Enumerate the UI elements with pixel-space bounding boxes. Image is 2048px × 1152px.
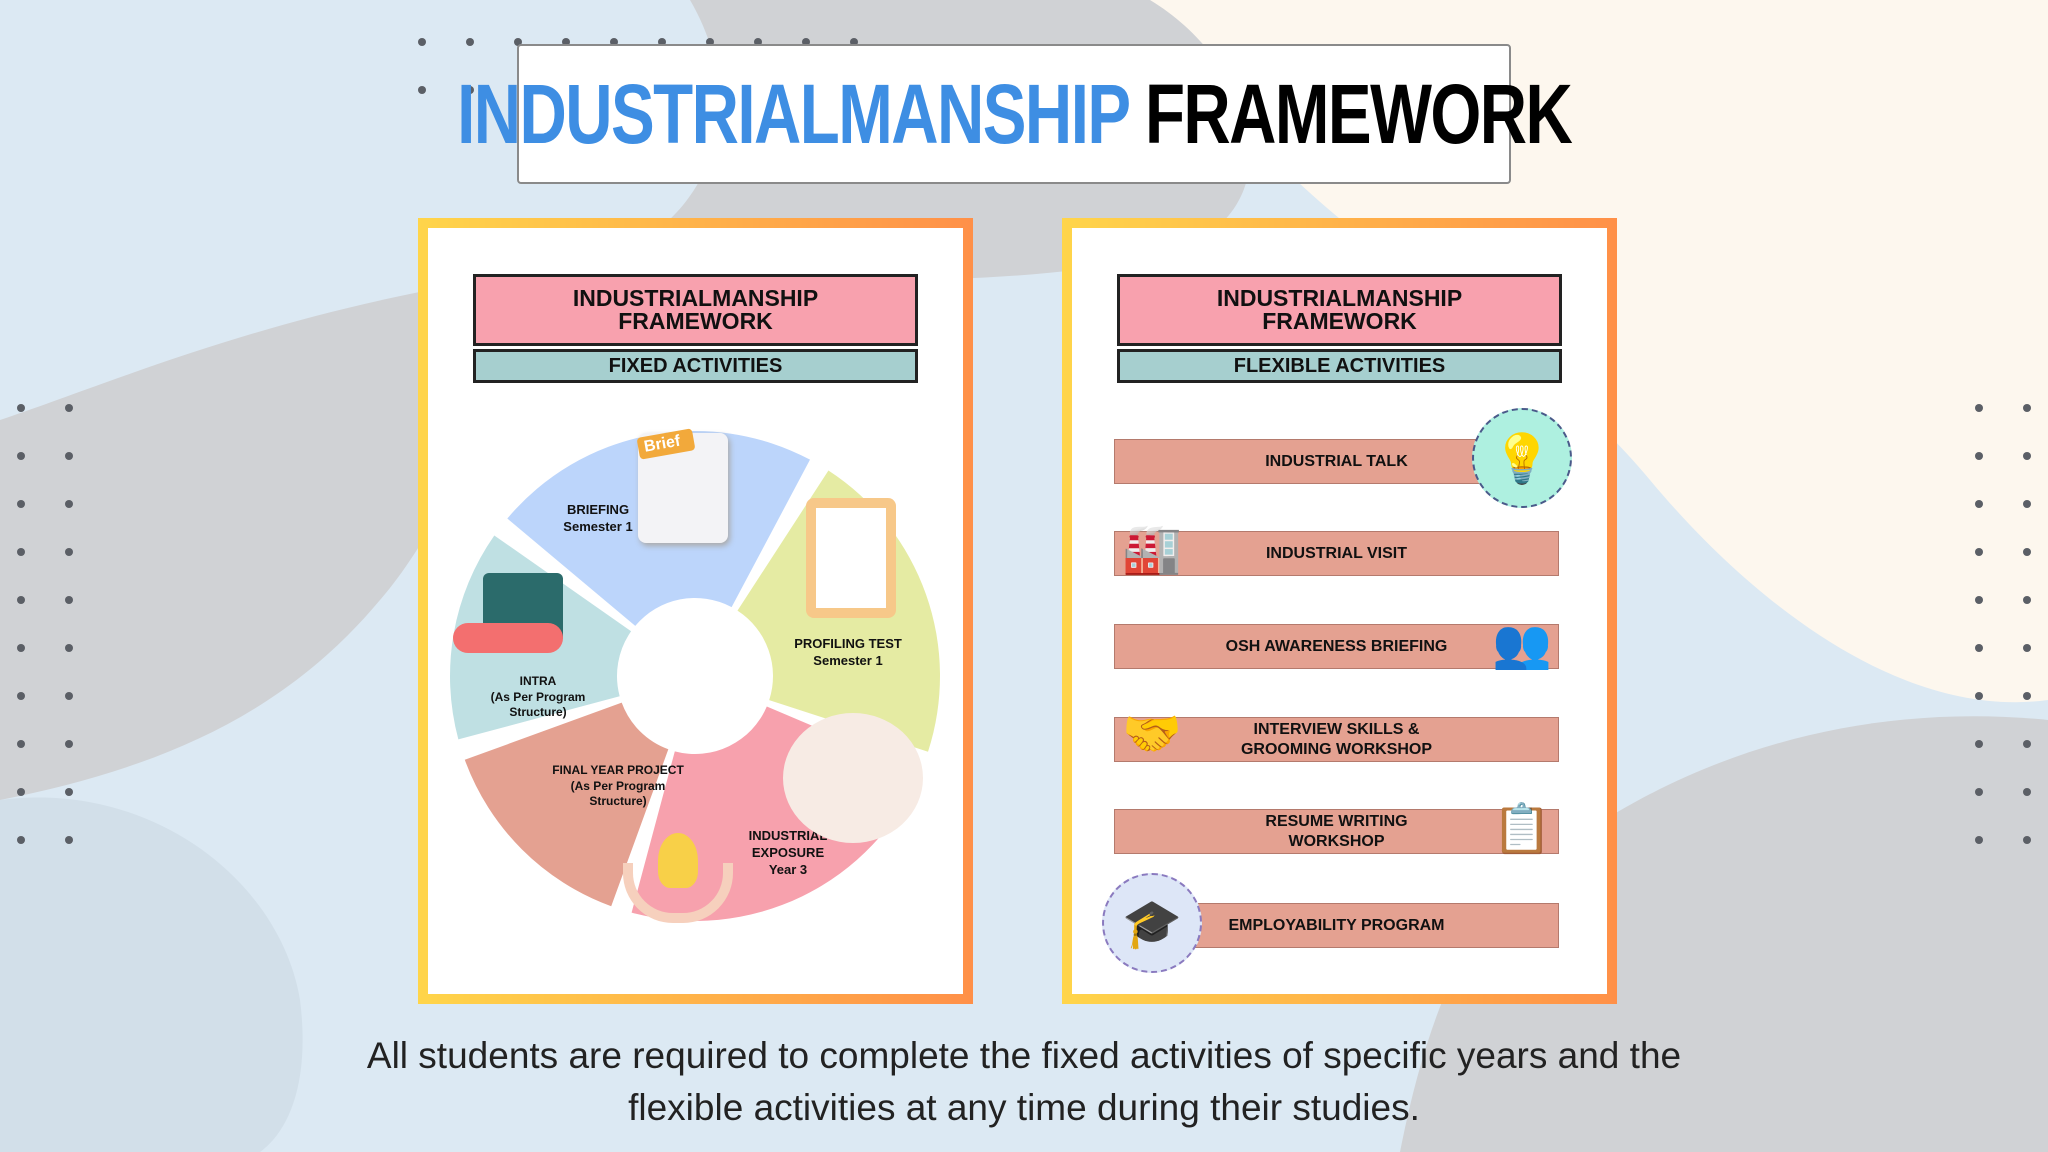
industrial-exposure-icon [783,713,923,843]
decorative-dots-left [17,404,113,844]
decorative-dots-top [418,38,898,94]
activity-osh-briefing: OSH AWARENESS BRIEFING [1114,624,1559,669]
brain-idea-icon: 💡 [1472,408,1572,508]
presentation-icon: 👥 [1492,617,1552,671]
clipboard-checklist-icon [806,498,896,618]
header-line1: INDUSTRIALMANSHIP [572,285,819,311]
footer-note: All students are required to complete th… [0,1030,2048,1134]
interview-icon: 🤝 [1122,707,1182,761]
footer-line1: All students are required to complete th… [366,1035,1682,1076]
activity-interview-workshop: INTERVIEW SKILLS &GROOMING WORKSHOP [1114,717,1559,762]
employability-icon: 🎓 [1102,873,1202,973]
card-subheader: FIXED ACTIVITIES [473,349,918,383]
title-part-blue: INDUSTRIALMANSHIP [456,66,1130,161]
segment-fyp [464,702,669,907]
card-subheader: FLEXIBLE ACTIVITIES [1117,349,1562,383]
graduation-hand-icon [453,553,573,663]
title-part-black: FRAMEWORK [1144,66,1573,161]
header-line1: INDUSTRIALMANSHIP [1216,285,1463,311]
page-title: INDUSTRIALMANSHIP FRAMEWORK [457,44,1573,184]
briefing-document-icon: Brief [636,428,728,543]
decorative-dots-right [1975,404,2048,844]
header-line2: FRAMEWORK [618,308,773,334]
activity-industrial-visit: INDUSTRIAL VISIT [1114,531,1559,576]
lightbulb-hands-icon [623,823,733,933]
factory-icon: 🏭 [1122,522,1182,576]
footer-line2: flexible activities at any time during t… [628,1087,1420,1128]
header-line2: FRAMEWORK [1262,308,1417,334]
resume-icon: 📋 [1492,802,1552,856]
